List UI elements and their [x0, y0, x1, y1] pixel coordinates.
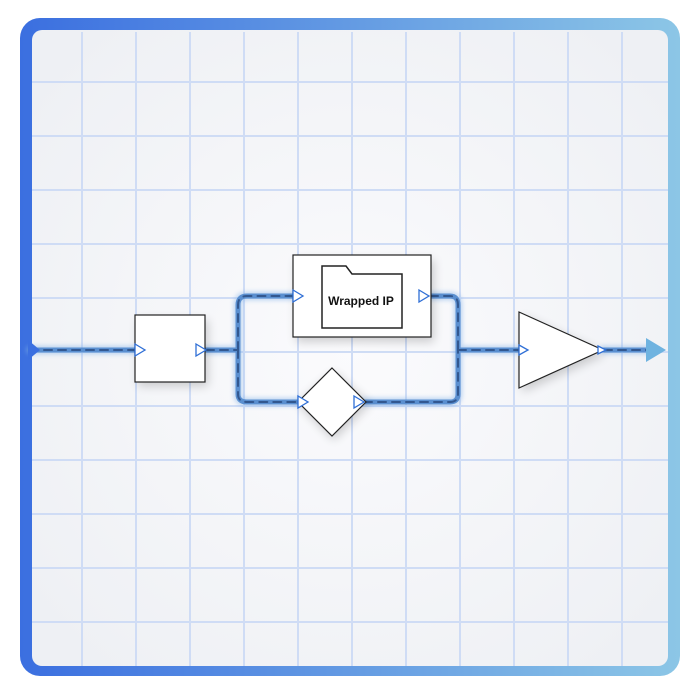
- decision-diamond[interactable]: [297, 367, 367, 437]
- output-port-icon: [195, 342, 208, 358]
- input-port-icon: [134, 342, 147, 358]
- wire-dashes: [29, 295, 649, 403]
- output-port-icon: [418, 288, 431, 304]
- amplifier-triangle[interactable]: [518, 311, 608, 389]
- input-port-icon: [297, 394, 310, 410]
- folder-icon: [321, 265, 403, 329]
- input-port-icon: [292, 288, 305, 304]
- output-port-icon: [353, 394, 366, 410]
- input-terminal-icon: [28, 340, 40, 360]
- input-port-icon: [518, 343, 530, 357]
- wrapped-ip-label: Wrapped IP: [328, 294, 394, 308]
- output-port-icon: [597, 344, 608, 356]
- wrapped-ip-block[interactable]: Wrapped IP: [292, 254, 432, 338]
- output-arrow-icon: [646, 338, 666, 362]
- input-block[interactable]: [134, 314, 208, 383]
